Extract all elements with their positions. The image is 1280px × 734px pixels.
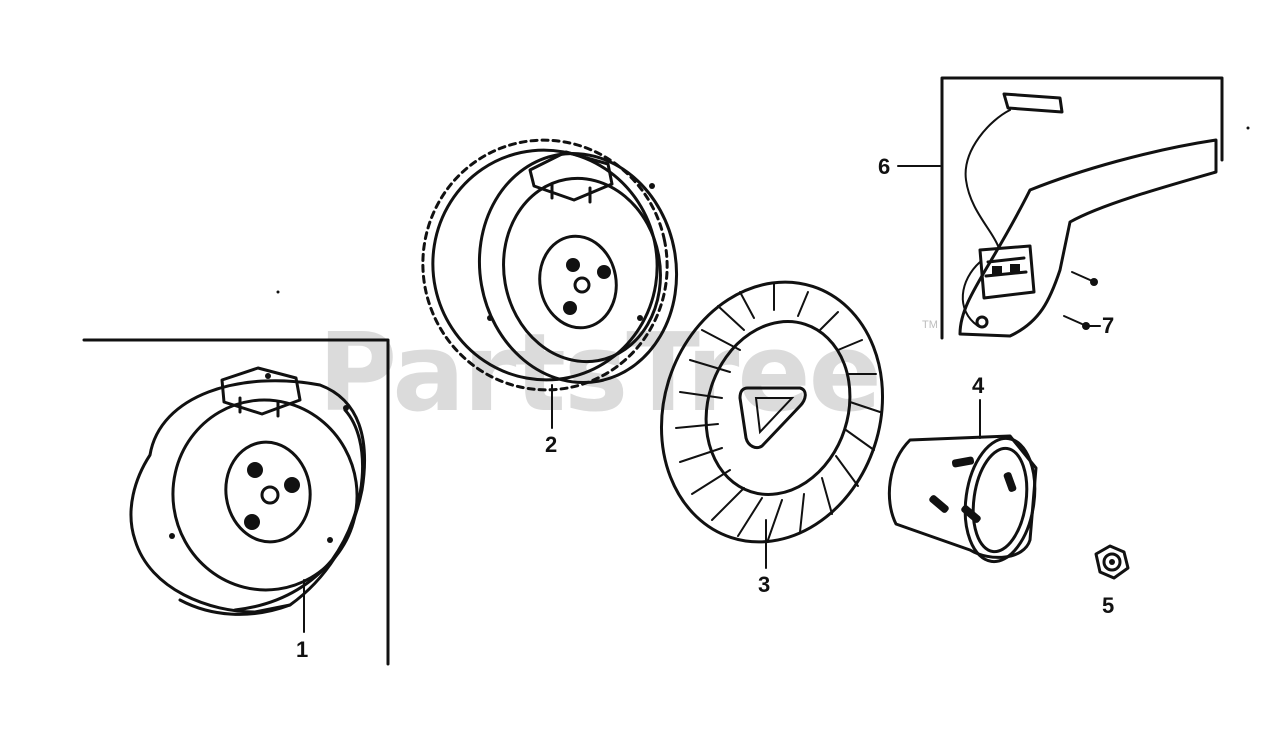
flywheel-icon[interactable] [129, 366, 369, 616]
cooling-fan-icon[interactable] [628, 253, 915, 571]
stray-dot [1246, 126, 1250, 130]
watermark-text: PartsTree [318, 311, 880, 436]
callout-6-label[interactable]: 6 [878, 154, 890, 179]
stray-dot [276, 290, 280, 294]
callout-1-label[interactable]: 1 [296, 637, 308, 662]
watermark: PartsTree TM [318, 311, 938, 436]
callout-2-label[interactable]: 2 [545, 432, 557, 457]
starter-pulley-cup-icon[interactable] [887, 434, 1042, 566]
part-6-group-border [940, 76, 1224, 340]
flywheel-nut-icon[interactable] [1094, 544, 1130, 580]
screw-icon[interactable] [1063, 271, 1098, 330]
callout-5-label[interactable]: 5 [1102, 593, 1114, 618]
charge-coil-assembly-icon[interactable] [958, 92, 1218, 338]
callout-3-label[interactable]: 3 [758, 572, 770, 597]
part-1-group-border [82, 338, 390, 666]
flywheel-ring-gear-icon[interactable] [400, 117, 695, 412]
callout-7-label[interactable]: 7 [1102, 313, 1114, 338]
callout-4-label[interactable]: 4 [972, 373, 985, 398]
watermark-trademark: TM [922, 319, 938, 331]
